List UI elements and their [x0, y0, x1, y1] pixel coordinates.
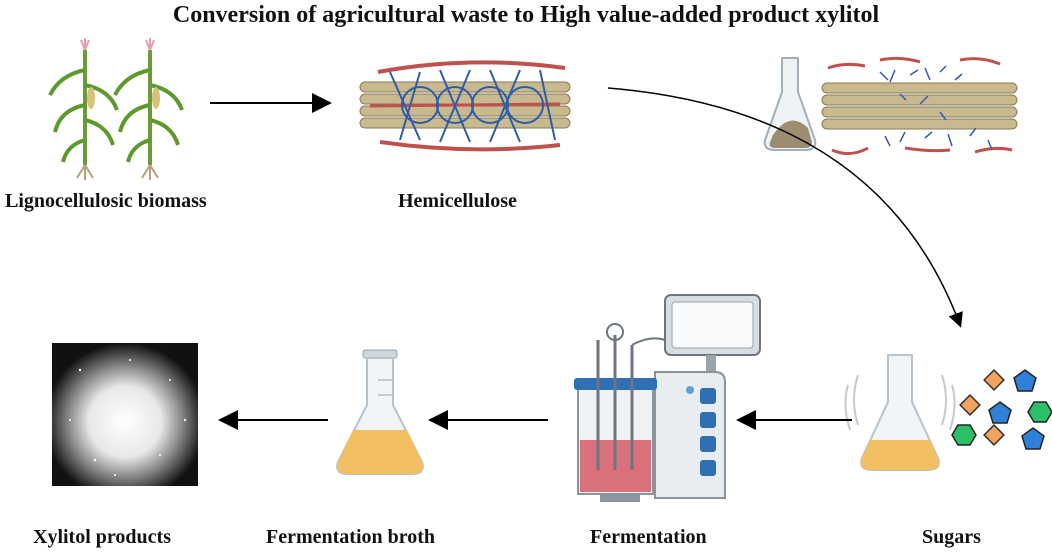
arrow-hemicellulose-to-sugars: [607, 87, 963, 328]
label-fermentation: Fermentation: [590, 526, 707, 548]
label-sugars: Sugars: [922, 526, 981, 548]
label-hemicellulose: Hemicellulose: [398, 190, 517, 212]
bioreactor-icon: [574, 294, 761, 502]
fiber-bundle-icon: [821, 56, 1018, 155]
corn-plant-icon: [48, 38, 184, 180]
flask-icon: [336, 349, 424, 475]
label-fermentation-broth: Fermentation broth: [266, 526, 436, 548]
flask-icon: [763, 57, 817, 151]
flask-icon: [844, 354, 956, 471]
xylitol-powder-icon: [52, 343, 198, 486]
label-lignocellulosic-biomass: Lignocellulosic biomass: [5, 190, 207, 212]
diagram-title: Conversion of agricultural waste to High…: [172, 2, 880, 28]
label-xylitol-products: Xylitol products: [33, 526, 171, 548]
fiber-bundle-icon: [359, 60, 571, 152]
sugar-molecules-icon: [951, 369, 1052, 450]
